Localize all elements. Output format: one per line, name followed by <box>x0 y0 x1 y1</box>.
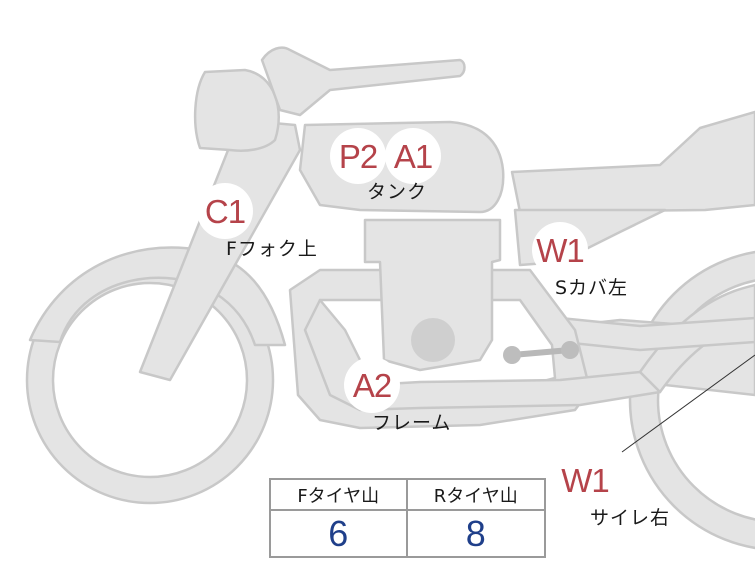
label-frame: フレーム <box>372 412 452 434</box>
label-tank: タンク <box>367 181 428 203</box>
label-front-fork-upper: Fフォク上 <box>226 238 318 260</box>
marker-c1: C1 <box>197 183 253 239</box>
engine-cover <box>411 318 455 362</box>
marker-a2: A2 <box>344 357 400 413</box>
silencer-leader-line <box>621 354 755 453</box>
front-fork <box>138 118 302 382</box>
handlebar <box>260 46 466 117</box>
label-silencer-right: サイレ右 <box>590 507 671 529</box>
front-tyre-header: Fタイヤ山 <box>271 480 408 511</box>
label-side-cover-left: Sカバ左 <box>555 277 629 299</box>
marker-p2: P2 <box>330 128 386 184</box>
front-wheel-inner <box>51 281 249 479</box>
marker-a1: A1 <box>385 128 441 184</box>
tyre-tread-table: Fタイヤ山 Rタイヤ山 6 8 <box>269 478 546 558</box>
seat <box>510 110 755 214</box>
marker-w1-side-cover: W1 <box>532 222 588 278</box>
headlight <box>193 68 280 152</box>
shift-link <box>511 347 571 358</box>
engine <box>363 218 502 372</box>
marker-w1-silencer: W1 <box>557 452 613 508</box>
front-tyre-value: 6 <box>271 511 408 556</box>
rear-tyre-value: 8 <box>465 512 486 554</box>
rear-tyre-header: Rタイヤ山 <box>407 480 544 511</box>
